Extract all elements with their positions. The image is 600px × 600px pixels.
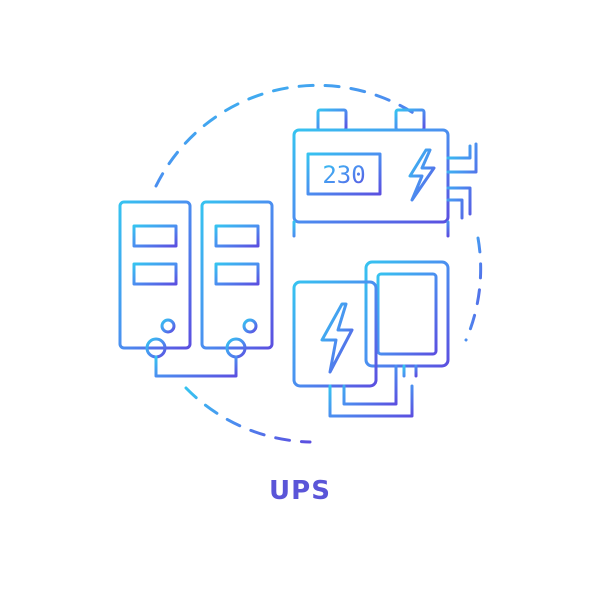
server-racks-icon	[118, 200, 274, 378]
caption-ups: UPS	[269, 476, 331, 506]
voltage-regulator-icon	[292, 108, 478, 238]
dashed-circle	[154, 83, 483, 444]
voltage-display-text: 230	[322, 161, 365, 189]
power-bank-icon	[292, 260, 450, 418]
